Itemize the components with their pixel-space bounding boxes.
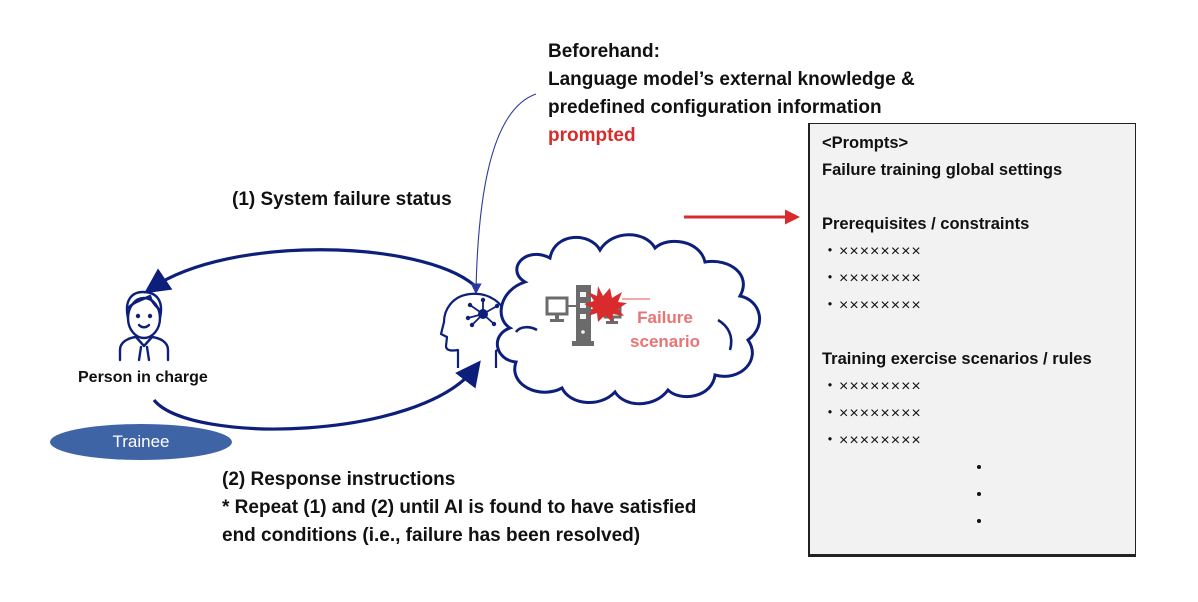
arrow-prompt-injection [470, 93, 537, 295]
scenario-rule-item: ・×××××××× [822, 432, 922, 449]
beforehand-line-1: Language model’s external knowledge & [548, 69, 915, 90]
failure-scenario-line-1: Failure [637, 308, 693, 327]
step2-label: (2) Response instructions [222, 469, 456, 490]
cloud-shape [495, 233, 761, 406]
cloud-detail [717, 318, 733, 351]
beforehand-note: Beforehand: Language model’s external kn… [548, 38, 915, 150]
beforehand-line-2: predefined configuration information [548, 97, 882, 118]
ellipsis-dot [822, 508, 1135, 535]
repeat-note-line-2: end conditions (i.e., failure has been r… [222, 525, 641, 546]
step2-block: (2) Response instructions * Repeat (1) a… [222, 466, 696, 550]
trainee-badge: Trainee [50, 424, 232, 460]
trainee-badge-label: Trainee [112, 432, 170, 451]
ellipsis-dot [822, 454, 1135, 481]
step1-label: (1) System failure status [232, 189, 452, 210]
beforehand-highlight: prompted [548, 125, 636, 146]
failure-scenario-line-2: scenario [630, 332, 700, 351]
arrow-system-failure-status [144, 248, 476, 294]
beforehand-title: Beforehand: [548, 41, 660, 62]
prerequisite-item: ・×××××××× [822, 297, 922, 314]
failure-scenario-label: Failure scenario [600, 306, 730, 354]
ai-head-network-icon [439, 292, 510, 368]
scenario-rule-item: ・×××××××× [822, 378, 922, 395]
prerequisite-item: ・×××××××× [822, 243, 922, 260]
network-failure-icon [545, 285, 650, 346]
arrow-response-instructions [152, 360, 481, 431]
spacer [822, 319, 1135, 346]
ellipsis-dot [822, 481, 1135, 508]
scenarios-rules-title: Training exercise scenarios / rules [822, 350, 1092, 368]
explosion-icon [584, 286, 627, 322]
repeat-note-line-1: * Repeat (1) and (2) until AI is found t… [222, 497, 697, 518]
server-tower-icon [572, 285, 594, 346]
prerequisite-item: ・×××××××× [822, 270, 922, 287]
global-settings-title: Failure training global settings [822, 161, 1063, 179]
person-in-charge-label: Person in charge [78, 369, 208, 386]
prompts-header: <Prompts> [822, 134, 909, 152]
scenario-rule-item: ・×××××××× [822, 405, 922, 422]
cloud-detail [514, 325, 538, 333]
prerequisites-title: Prerequisites / constraints [822, 215, 1030, 233]
person-icon [118, 290, 170, 362]
spacer [822, 184, 1135, 211]
prompts-panel: <Prompts> Failure training global settin… [808, 123, 1136, 557]
